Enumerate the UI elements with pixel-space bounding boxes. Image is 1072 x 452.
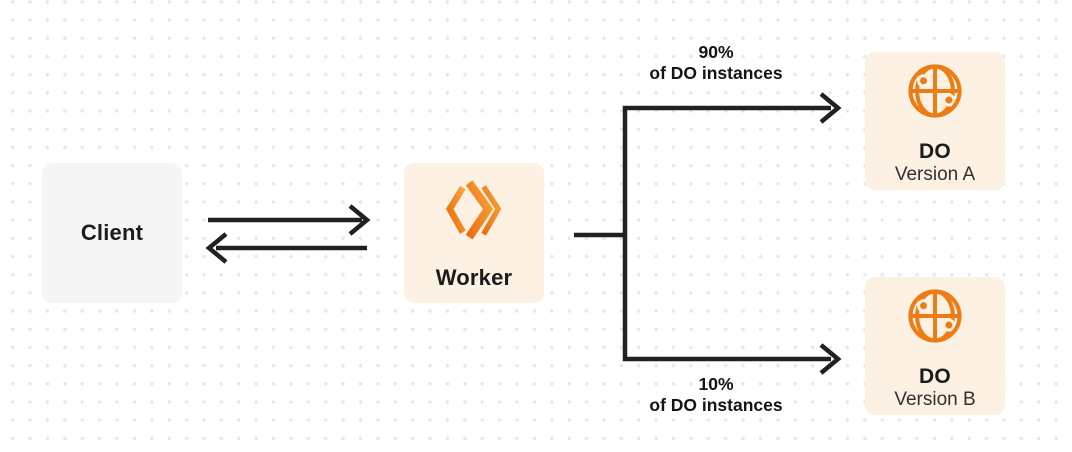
node-do-version-b: DO Version B <box>865 277 1005 415</box>
arrow-client-to-worker-head-icon <box>348 204 371 236</box>
arrow-to-do-b-head-icon <box>819 343 842 375</box>
do-b-title: DO <box>918 365 952 388</box>
edge-label-caption: of DO instances <box>649 62 783 83</box>
edge-label-percent: 10% <box>698 374 734 394</box>
edge-label-90-percent: 90% of DO instances <box>625 42 807 83</box>
globe-icon <box>908 289 962 343</box>
workers-logo-icon <box>445 180 502 240</box>
edge-label-percent: 90% <box>698 42 734 62</box>
node-do-version-a: DO Version A <box>865 52 1005 190</box>
do-b-subtitle: Version B <box>894 389 976 410</box>
do-a-title: DO <box>918 140 952 163</box>
edge-label-10-percent: 10% of DO instances <box>625 374 807 415</box>
arrow-worker-to-client-head-icon <box>205 232 228 264</box>
client-label: Client <box>80 220 144 245</box>
node-client: Client <box>42 163 182 303</box>
node-worker: Worker <box>404 163 544 303</box>
arrow-to-do-a-head-icon <box>819 92 842 124</box>
worker-label: Worker <box>435 265 513 290</box>
edge-label-caption: of DO instances <box>649 394 783 415</box>
do-a-subtitle: Version A <box>894 164 976 185</box>
globe-icon <box>908 64 962 118</box>
branch-trunk <box>622 105 831 362</box>
